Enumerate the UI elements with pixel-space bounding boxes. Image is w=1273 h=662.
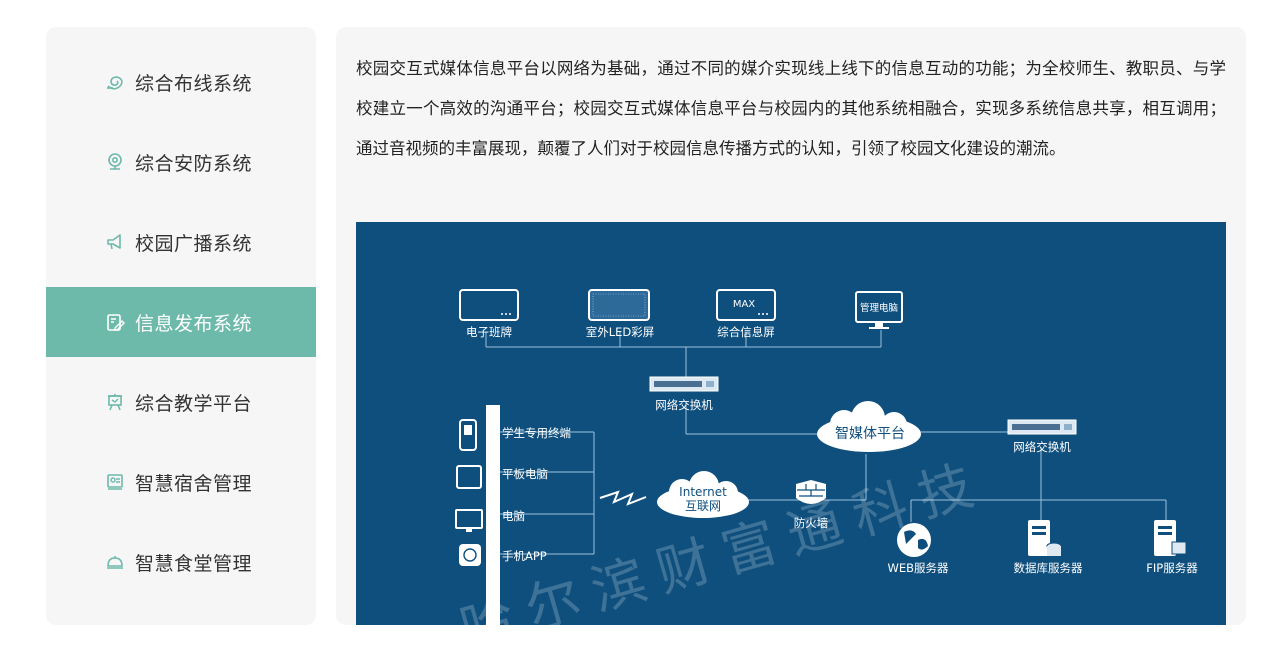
sidebar-item-label: 校园广播系统 [135,232,253,255]
network-diagram-svg: 哈尔滨财富通科技 电子班牌 室外LED彩屏 MAX 综合信息屏 [453,289,1198,625]
firewall-label: 防火墙 [794,516,829,530]
sidebar-item-label: 综合布线系统 [135,72,253,95]
connection-lines [485,330,1167,555]
content-panel: 校园交互式媒体信息平台以网络为基础，通过不同的媒介实现线上线下的信息互动的功能；… [336,27,1246,625]
outdoor-led-label: 室外LED彩屏 [586,325,655,339]
sidebar-item-label: 信息发布系统 [135,312,253,335]
food-cloche-icon [104,551,126,573]
id-card-icon [104,471,126,493]
web-server-label: WEB服务器 [887,561,949,575]
info-screen-label: 综合信息屏 [717,325,775,339]
internet-label-cn: 互联网 [685,499,721,513]
database-server-icon [1028,520,1062,556]
sidebar-nav: 综合布线系统综合安防系统校园广播系统信息发布系统综合教学平台智慧宿舍管理智慧食堂… [46,27,316,625]
wireless-link-icon [599,490,647,506]
sidebar-item-label: 综合教学平台 [135,392,253,415]
device-column-bar [486,405,500,625]
sidebar-item-label: 智慧宿舍管理 [135,472,253,495]
sidebar-item-1[interactable]: 综合布线系统 [46,47,316,117]
info-screen-badge: MAX [733,299,755,310]
outdoor-led-icon [588,289,650,321]
sidebar-item-4[interactable]: 信息发布系统 [46,287,316,357]
switch-right-label: 网络交换机 [1013,440,1071,454]
sidebar-item-5[interactable]: 综合教学平台 [46,367,316,437]
easel-icon [104,391,126,413]
sidebar-item-2[interactable]: 综合安防系统 [46,127,316,197]
computer-icon [455,509,483,532]
sidebar-item-6[interactable]: 智慧宿舍管理 [46,447,316,517]
switch-left-label: 网络交换机 [655,398,713,412]
tablet-label: 平板电脑 [502,467,548,481]
admin-pc-badge: 管理电脑 [860,302,898,314]
student-terminal-label: 学生专用终端 [502,426,571,440]
ftp-server-icon [1154,520,1187,556]
switch-icon [1007,419,1077,435]
spiral-cable-icon [104,71,126,93]
class-board-icon [459,289,519,321]
db-server-label: 数据库服务器 [1014,561,1083,575]
media-platform-label: 智媒体平台 [835,426,905,442]
sidebar-item-7[interactable]: 智慧食堂管理 [46,527,316,597]
class-board-label: 电子班牌 [466,325,512,339]
system-description: 校园交互式媒体信息平台以网络为基础，通过不同的媒介实现线上线下的信息互动的功能；… [356,59,1226,158]
mobile-app-icon [459,544,481,566]
web-server-globe-icon [897,523,931,557]
switch-icon [649,376,719,392]
firewall-icon [796,480,826,504]
media-platform-cloud-icon [817,401,921,452]
sidebar-item-label: 综合安防系统 [135,152,253,175]
mobile-phone-icon [459,419,477,451]
sidebar-item-label: 智慧食堂管理 [135,552,253,575]
mobile-app-label: 手机APP [502,549,547,563]
computer-label: 电脑 [502,509,525,523]
webcam-icon [104,151,126,173]
ftp-server-label: FIP服务器 [1146,561,1198,575]
admin-computer-icon [855,291,903,329]
internet-cloud-icon [657,471,749,518]
sidebar-item-3[interactable]: 校园广播系统 [46,207,316,277]
tablet-icon [456,465,482,489]
edit-document-icon [104,311,126,333]
megaphone-icon [104,231,126,253]
network-diagram: 哈尔滨财富通科技 电子班牌 室外LED彩屏 MAX 综合信息屏 [356,222,1226,625]
internet-label-en: Internet [679,485,727,499]
info-screen-icon [716,289,776,321]
